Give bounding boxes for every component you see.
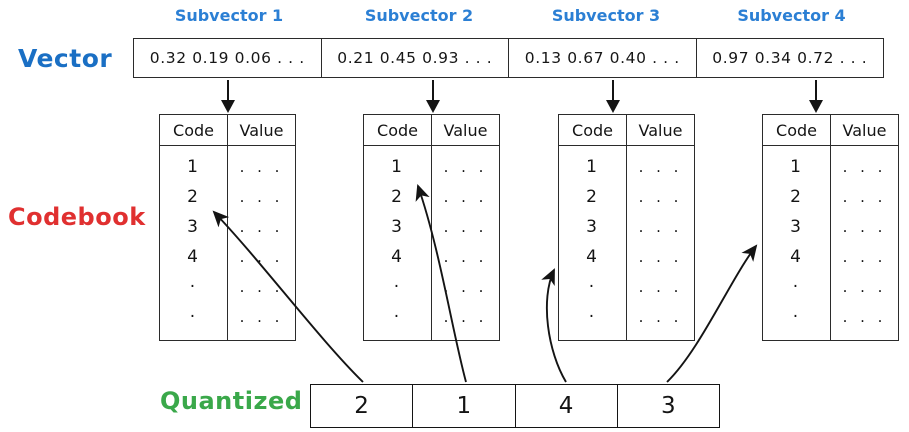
codebook-table-3: Code Value 1 2 3 4 · · . . . . . . . . .… bbox=[558, 114, 695, 341]
table-row: . . . bbox=[638, 217, 683, 236]
table-row: . . . bbox=[842, 187, 887, 206]
table-row: . . . bbox=[239, 307, 284, 326]
table-row: . . . bbox=[638, 157, 683, 176]
table-row: . . . bbox=[443, 157, 488, 176]
codebook-row-label: Codebook bbox=[8, 203, 146, 231]
codebook-header-code: Code bbox=[763, 115, 831, 145]
codebook-header-row: Code Value bbox=[763, 115, 898, 146]
codebook-header-code: Code bbox=[160, 115, 228, 145]
table-row: 4 bbox=[187, 246, 200, 267]
codebook-code-column: 1 2 3 4 · · bbox=[364, 146, 432, 340]
table-row: . . . bbox=[239, 277, 284, 296]
codebook-header-value: Value bbox=[638, 120, 683, 140]
codebook-header-row: Code Value bbox=[364, 115, 499, 146]
subvector-caption-2: Subvector 2 bbox=[364, 6, 474, 25]
table-row: · bbox=[393, 276, 402, 297]
codebook-body: 1 2 3 4 · · . . . . . . . . . . . . . . … bbox=[160, 146, 295, 340]
codebook-code-column: 1 2 3 4 · · bbox=[763, 146, 831, 340]
table-row: . . . bbox=[239, 217, 284, 236]
table-row: . . . bbox=[638, 247, 683, 266]
table-row: · bbox=[189, 306, 198, 327]
codebook-body: 1 2 3 4 · · . . . . . . . . . . . . . . … bbox=[364, 146, 499, 340]
down-arrow-icon-4 bbox=[809, 80, 823, 113]
down-arrow-icon-2 bbox=[426, 80, 440, 113]
codebook-body: 1 2 3 4 · · . . . . . . . . . . . . . . … bbox=[559, 146, 694, 340]
table-row: 4 bbox=[790, 246, 803, 267]
table-row: . . . bbox=[842, 157, 887, 176]
codebook-body: 1 2 3 4 · · . . . . . . . . . . . . . . … bbox=[763, 146, 898, 340]
table-row: 1 bbox=[391, 156, 404, 177]
table-row: · bbox=[588, 306, 597, 327]
vector-segment-4: 0.97 0.34 0.72 . . . bbox=[712, 49, 868, 67]
table-row: 3 bbox=[586, 216, 599, 237]
table-row: . . . bbox=[443, 247, 488, 266]
codebook-table-4: Code Value 1 2 3 4 · · . . . . . . . . .… bbox=[762, 114, 899, 341]
table-row: . . . bbox=[842, 247, 887, 266]
table-row: . . . bbox=[443, 307, 488, 326]
table-row: 3 bbox=[187, 216, 200, 237]
quantized-cell-2: 1 bbox=[413, 385, 516, 427]
codebook-value-column: . . . . . . . . . . . . . . . . . . bbox=[627, 146, 694, 340]
table-row: . . . bbox=[842, 277, 887, 296]
table-row: 4 bbox=[586, 246, 599, 267]
table-row: . . . bbox=[239, 157, 284, 176]
quantized-strip: 2 1 4 3 bbox=[310, 384, 720, 428]
codebook-header-value: Value bbox=[842, 120, 887, 140]
vector-row-label: Vector bbox=[18, 44, 113, 73]
vector-segment-3: 0.13 0.67 0.40 . . . bbox=[509, 39, 697, 77]
table-row: . . . bbox=[638, 277, 683, 296]
table-row: · bbox=[792, 306, 801, 327]
quantized-cell-1: 2 bbox=[311, 385, 414, 427]
codebook-header-row: Code Value bbox=[160, 115, 295, 146]
table-row: 2 bbox=[586, 186, 599, 207]
table-row: . . . bbox=[443, 187, 488, 206]
codebook-code-column: 1 2 3 4 · · bbox=[160, 146, 228, 340]
table-row: · bbox=[588, 276, 597, 297]
subvector-caption-3: Subvector 3 bbox=[551, 6, 661, 25]
vector-segment-1: 0.32 0.19 0.06 . . . bbox=[134, 39, 322, 77]
vector-segment-2: 0.21 0.45 0.93 . . . bbox=[322, 39, 509, 77]
table-row: . . . bbox=[239, 247, 284, 266]
table-row: 2 bbox=[187, 186, 200, 207]
table-row: · bbox=[792, 276, 801, 297]
table-row: 1 bbox=[790, 156, 803, 177]
codebook-value-column: . . . . . . . . . . . . . . . . . . bbox=[831, 146, 898, 340]
table-row: . . . bbox=[638, 307, 683, 326]
codebook-code-column: 1 2 3 4 · · bbox=[559, 146, 627, 340]
table-row: 3 bbox=[790, 216, 803, 237]
table-row: · bbox=[393, 306, 402, 327]
table-row: . . . bbox=[443, 277, 488, 296]
codebook-header-value: Value bbox=[443, 120, 488, 140]
table-row: . . . bbox=[443, 217, 488, 236]
table-row: . . . bbox=[638, 187, 683, 206]
table-row: . . . bbox=[239, 187, 284, 206]
vector-strip: 0.32 0.19 0.06 . . . 0.21 0.45 0.93 . . … bbox=[133, 38, 884, 78]
subvector-caption-4: Subvector 4 bbox=[737, 6, 846, 25]
quantized-cell-3: 4 bbox=[516, 385, 618, 427]
table-row: 2 bbox=[790, 186, 803, 207]
subvector-caption-1: Subvector 1 bbox=[174, 6, 284, 25]
table-row: 1 bbox=[187, 156, 200, 177]
codebook-header-value: Value bbox=[239, 120, 284, 140]
codebook-table-1: Code Value 1 2 3 4 · · . . . . . . . . .… bbox=[159, 114, 296, 341]
down-arrow-icon-1 bbox=[221, 80, 235, 113]
table-row: · bbox=[189, 276, 198, 297]
table-row: 1 bbox=[586, 156, 599, 177]
quantized-row-label: Quantized bbox=[160, 387, 303, 415]
table-row: 3 bbox=[391, 216, 404, 237]
codebook-header-code: Code bbox=[364, 115, 432, 145]
quantized-cell-4: 3 bbox=[661, 393, 676, 419]
table-row: 2 bbox=[391, 186, 404, 207]
table-row: . . . bbox=[842, 307, 887, 326]
table-row: . . . bbox=[842, 217, 887, 236]
codebook-value-column: . . . . . . . . . . . . . . . . . . bbox=[228, 146, 295, 340]
codebook-table-2: Code Value 1 2 3 4 · · . . . . . . . . .… bbox=[363, 114, 500, 341]
table-row: 4 bbox=[391, 246, 404, 267]
codebook-header-row: Code Value bbox=[559, 115, 694, 146]
down-arrow-icon-3 bbox=[606, 80, 620, 113]
codebook-header-code: Code bbox=[559, 115, 627, 145]
codebook-value-column: . . . . . . . . . . . . . . . . . . bbox=[432, 146, 499, 340]
